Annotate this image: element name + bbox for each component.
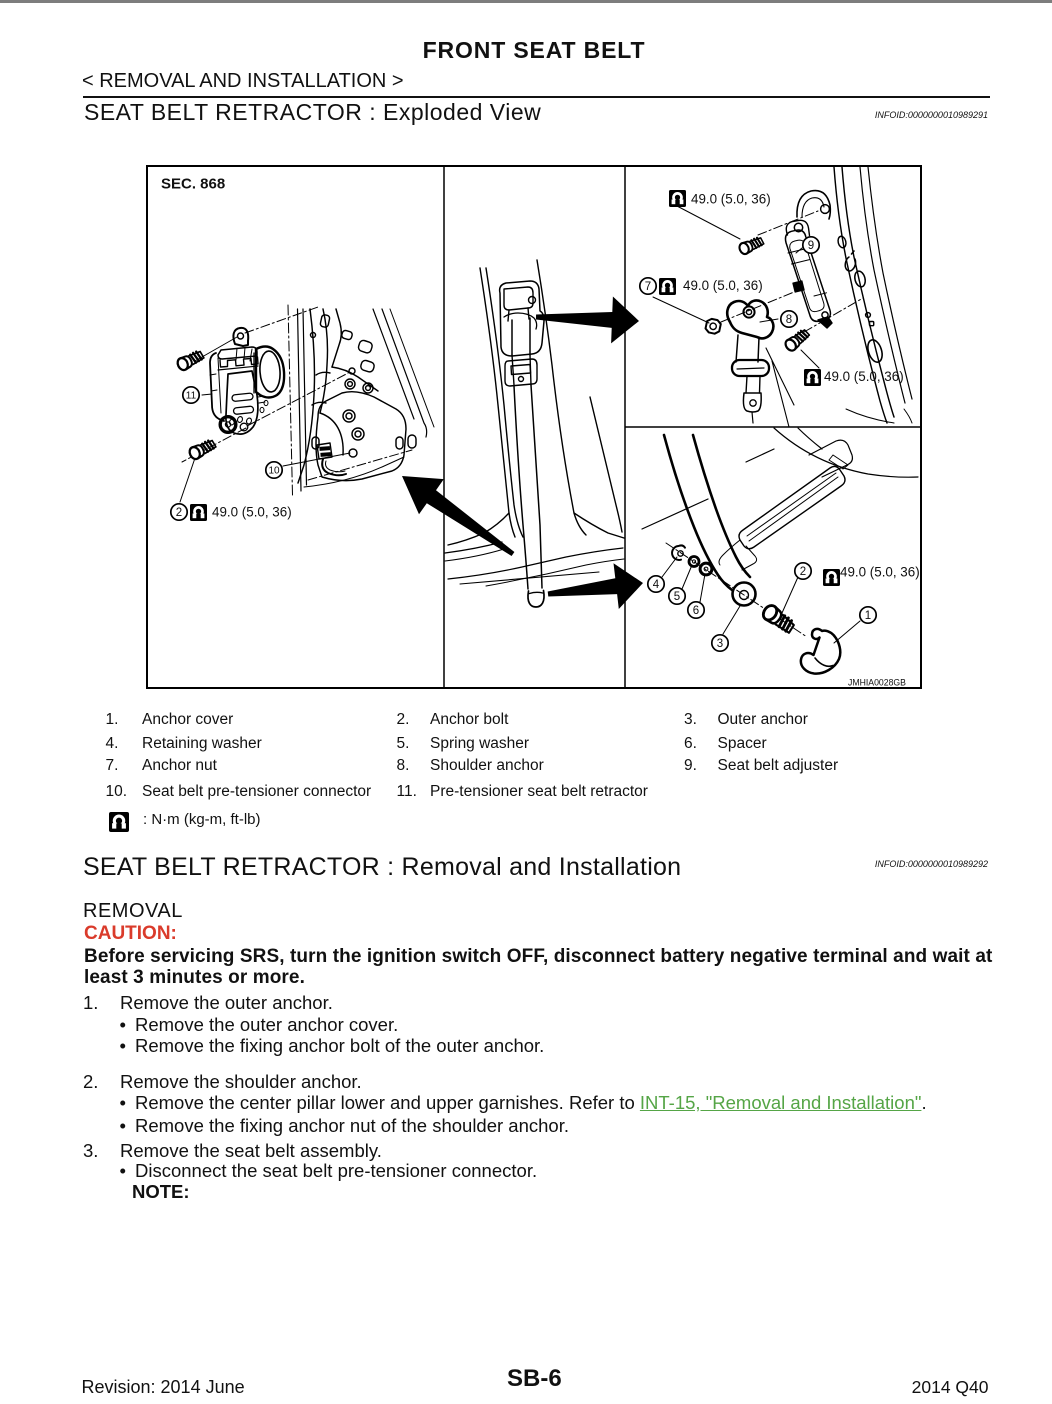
svg-text:5: 5 xyxy=(674,591,680,603)
svg-text:10: 10 xyxy=(268,466,280,477)
svg-text:11: 11 xyxy=(186,391,197,402)
svg-text:2: 2 xyxy=(176,507,182,519)
svg-text:3: 3 xyxy=(717,638,723,650)
svg-text:6: 6 xyxy=(693,605,699,617)
svg-text:49.0 (5.0, 36): 49.0 (5.0, 36) xyxy=(691,192,771,207)
svg-text:49.0 (5.0, 36): 49.0 (5.0, 36) xyxy=(212,505,292,520)
svg-text:9: 9 xyxy=(808,240,814,252)
svg-text:49.0 (5.0, 36): 49.0 (5.0, 36) xyxy=(824,369,904,384)
svg-text:2: 2 xyxy=(800,566,806,578)
svg-text:49.0 (5.0, 36): 49.0 (5.0, 36) xyxy=(840,565,920,580)
svg-text:1: 1 xyxy=(865,610,871,622)
svg-text:49.0 (5.0, 36): 49.0 (5.0, 36) xyxy=(683,278,763,293)
svg-text:8: 8 xyxy=(786,314,792,326)
svg-text:4: 4 xyxy=(653,579,660,591)
svg-text:7: 7 xyxy=(645,281,651,293)
svg-text:JMHIA0028GB: JMHIA0028GB xyxy=(848,678,906,689)
svg-text:SEC. 868: SEC. 868 xyxy=(161,176,225,193)
